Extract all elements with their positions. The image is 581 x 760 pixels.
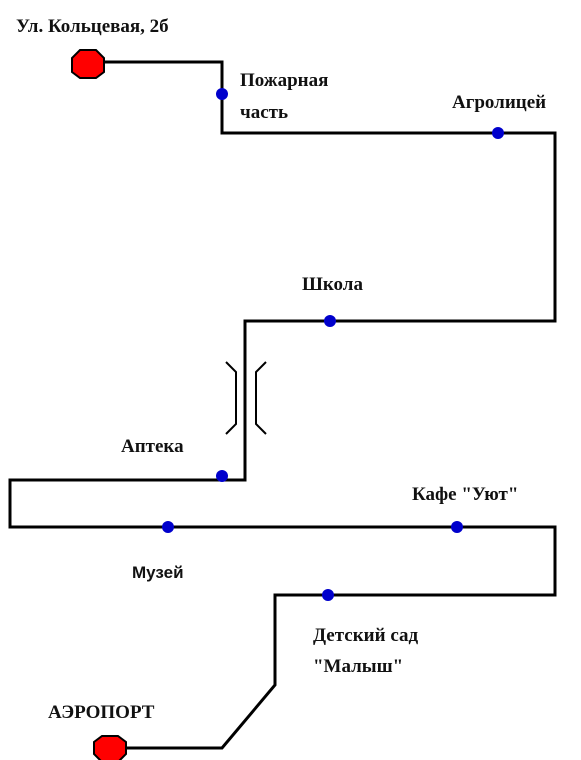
stop-school-icon	[324, 315, 336, 327]
airport-terminal-icon	[93, 735, 127, 760]
label-pharmacy: Аптека	[121, 436, 184, 457]
stop-pharmacy-icon	[216, 470, 228, 482]
label-fire-station-line2: часть	[240, 102, 288, 123]
label-kindergarten-line1: Детский сад	[313, 625, 418, 646]
stop-museum-icon	[162, 521, 174, 533]
stop-kindergarten-icon	[322, 589, 334, 601]
stop-cafe-icon	[451, 521, 463, 533]
route-line	[8, 60, 557, 750]
label-museum: Музей	[132, 563, 184, 582]
label-airport: АЭРОПОРТ	[48, 702, 155, 723]
label-kindergarten-line2: "Малыш"	[313, 656, 403, 677]
label-school: Школа	[302, 274, 363, 295]
label-start: Ул. Кольцевая, 2б	[16, 16, 169, 37]
label-fire-station-line1: Пожарная	[240, 70, 328, 91]
label-agrolicei: Агролицей	[452, 92, 546, 113]
start-terminal-icon	[71, 49, 105, 79]
stop-agrolicei-icon	[492, 127, 504, 139]
stop-fire-station-icon	[216, 88, 228, 100]
bridge-icon	[225, 361, 267, 435]
label-cafe: Кафе "Уют"	[412, 484, 518, 505]
